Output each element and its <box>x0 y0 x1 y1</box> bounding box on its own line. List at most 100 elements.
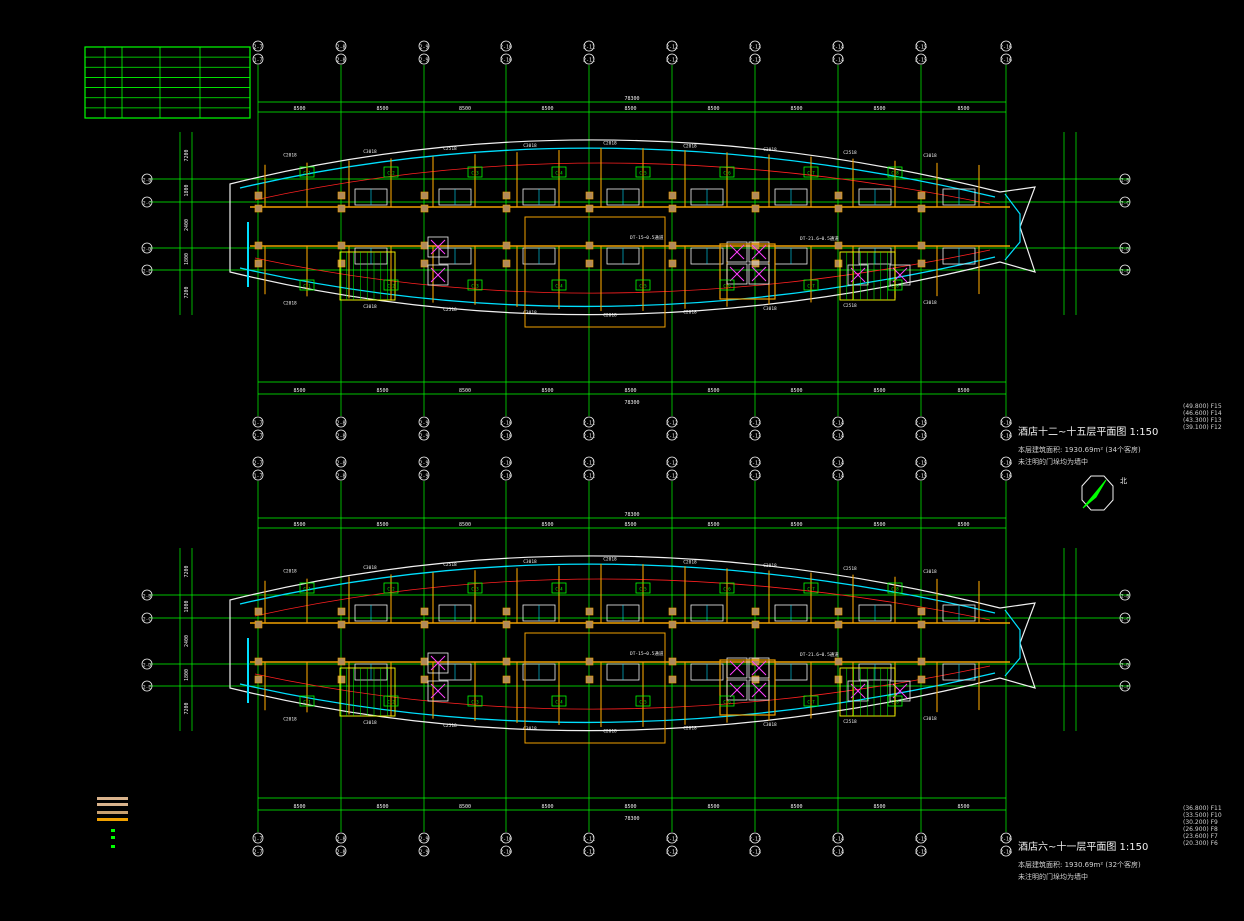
elevator-cross <box>850 267 866 283</box>
axis-bubble-left <box>141 196 153 208</box>
elevator-cross <box>729 244 745 260</box>
room-tag: C-1 <box>303 171 311 176</box>
elevator-cross <box>430 655 446 671</box>
axis-label-left: 2-B <box>143 594 151 600</box>
structural-column <box>585 675 594 684</box>
room-tag-box <box>887 695 903 707</box>
room-tag: C-6 <box>723 587 731 592</box>
axis-bubble-bottom <box>500 416 512 428</box>
room-tag: C-3 <box>471 587 479 592</box>
corridor-note: DT-15~0.5通道 <box>630 650 664 657</box>
dimension-text-bottom: 8500 <box>873 388 885 394</box>
axis-label-left: 2-D <box>143 247 151 253</box>
axis-label-bottom2: 2-13 <box>749 434 761 440</box>
axis-bubble-top2 <box>418 469 430 481</box>
dimension-text-side: 1800 <box>184 253 190 265</box>
axis-bubble-left <box>141 680 153 692</box>
axis-label-top2: 2-15 <box>915 58 927 64</box>
elevator-cross <box>751 266 767 282</box>
door-note-lower: 未注明的门垛均为墙中 <box>1018 873 1088 881</box>
window-tag-bottom: C3018 <box>363 720 377 726</box>
axis-bubble-top <box>252 456 264 468</box>
stair <box>839 251 896 301</box>
structural-column <box>254 204 263 213</box>
dimension-text-top: 8500 <box>707 106 719 112</box>
structural-column <box>751 675 760 684</box>
window-tag-bottom: C3018 <box>763 306 777 312</box>
axis-bubble-bottom <box>583 416 595 428</box>
plan-title-lower: 酒店六~十一层平面图 1:150 <box>1018 842 1149 853</box>
axis-bubble-bottom2 <box>418 429 430 441</box>
axis-bubble-bottom <box>832 416 844 428</box>
axis-label-left: 2-E <box>143 685 151 691</box>
axis-bubble-top <box>749 40 761 52</box>
axis-label-bottom2: 2-8 <box>336 850 345 856</box>
axis-bubble-top2 <box>252 469 264 481</box>
legend-dot <box>111 845 115 848</box>
structural-column <box>337 675 346 684</box>
dimension-text-top: 8500 <box>376 522 388 528</box>
legend-dot <box>111 836 115 839</box>
axis-bubble-bottom2 <box>1000 845 1012 857</box>
structural-column <box>502 620 511 629</box>
elevator-cross <box>430 267 446 283</box>
room-tag-box <box>803 279 819 291</box>
window-tag-bottom: C2018 <box>683 309 697 315</box>
structural-column <box>337 657 346 666</box>
axis-bubble-bottom2 <box>1000 429 1012 441</box>
axis-bubble-top2 <box>666 469 678 481</box>
elevator-shaft <box>889 264 911 286</box>
elevator-shaft <box>726 679 748 701</box>
dimension-text-bottom: 8500 <box>376 804 388 810</box>
room-tag: C-2 <box>387 700 395 705</box>
window-tag-top: C2018 <box>603 140 617 146</box>
axis-label-top2: 2-10 <box>500 58 512 64</box>
room-tag-box <box>803 582 819 594</box>
window-tag-bottom: C3018 <box>763 722 777 728</box>
window-tag-top: C2018 <box>683 560 697 566</box>
legend-swatch <box>97 803 128 806</box>
axis-label-bottom2: 2-15 <box>915 850 927 856</box>
axis-label-top: 2-10 <box>500 461 512 467</box>
room-tag-box <box>467 582 483 594</box>
axis-bubble-top2 <box>500 53 512 65</box>
axis-label-right: 2-E <box>1121 269 1129 275</box>
elevator-cross <box>751 660 767 676</box>
structural-column <box>917 675 926 684</box>
dimension-text-bottom: 8500 <box>707 804 719 810</box>
axis-label-bottom2: 2-15 <box>915 434 927 440</box>
structural-column <box>834 675 843 684</box>
stair <box>339 667 396 717</box>
dimension-text-bottom: 8500 <box>624 804 636 810</box>
axis-label-bottom: 2-12 <box>666 421 678 427</box>
axis-label-left: 2-E <box>143 269 151 275</box>
axis-label-top2: 2-12 <box>666 474 678 480</box>
axis-bubble-bottom2 <box>832 845 844 857</box>
axis-label-right: 2-D <box>1121 663 1129 669</box>
structural-column <box>751 259 760 268</box>
axis-bubble-bottom2 <box>583 429 595 441</box>
axis-bubble-bottom <box>583 832 595 844</box>
entry-glazing <box>1004 609 1021 677</box>
elevator-shaft <box>427 236 449 258</box>
axis-bubble-bottom2 <box>832 429 844 441</box>
structural-column <box>668 607 677 616</box>
structural-column <box>254 241 263 250</box>
axis-label-top: 2-13 <box>749 45 761 51</box>
structural-column <box>668 259 677 268</box>
legend <box>97 797 128 848</box>
door-note-upper: 未注明的门垛均为墙中 <box>1018 458 1088 466</box>
axis-bubble-top2 <box>915 53 927 65</box>
axis-bubble-top2 <box>749 53 761 65</box>
building-outline <box>229 139 1036 316</box>
axis-bubble-top <box>666 456 678 468</box>
plan-title-upper: 酒店十二~十五层平面图 1:150 <box>1018 427 1159 438</box>
axis-label-bottom: 2-11 <box>583 837 595 843</box>
structural-column <box>337 259 346 268</box>
axis-label-bottom2: 2-7 <box>253 850 262 856</box>
axis-label-top2: 2-13 <box>749 58 761 64</box>
dimension-text-top: 8500 <box>376 106 388 112</box>
window-tag-bottom: C3018 <box>363 304 377 310</box>
elevator-shaft <box>847 680 869 702</box>
axis-label-bottom: 2-9 <box>419 421 428 427</box>
